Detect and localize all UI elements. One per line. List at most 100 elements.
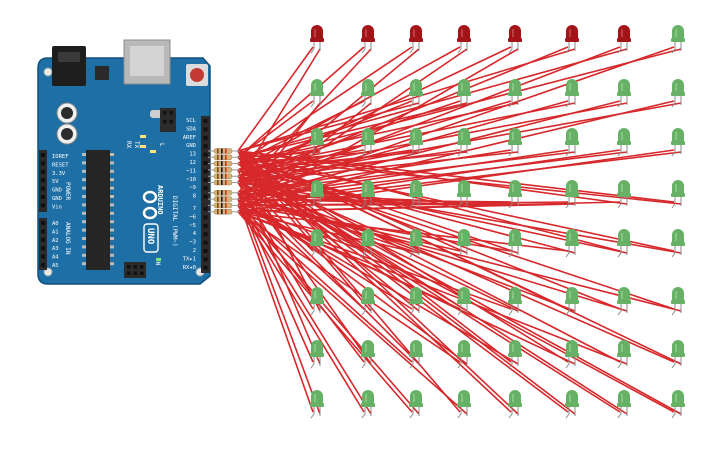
led-off[interactable] xyxy=(508,229,522,258)
header-pin[interactable] xyxy=(203,177,208,182)
header-pin[interactable] xyxy=(203,265,208,270)
header-pin[interactable] xyxy=(203,119,208,123)
header-pin[interactable] xyxy=(41,254,45,259)
led-off[interactable] xyxy=(310,390,324,419)
led-off[interactable] xyxy=(361,287,375,316)
led-off[interactable] xyxy=(457,390,471,419)
led-off[interactable] xyxy=(457,340,471,369)
led-off[interactable] xyxy=(671,180,685,209)
header-pin[interactable] xyxy=(203,223,208,228)
led-off[interactable] xyxy=(361,229,375,258)
led-off[interactable] xyxy=(409,229,423,258)
header-pin[interactable] xyxy=(203,215,208,220)
led-off[interactable] xyxy=(617,128,631,157)
led-off[interactable] xyxy=(617,287,631,316)
header-pin[interactable] xyxy=(41,221,45,225)
led-off[interactable] xyxy=(361,128,375,157)
led-on[interactable] xyxy=(409,25,423,54)
led-off[interactable] xyxy=(508,79,522,108)
led-on[interactable] xyxy=(310,25,324,54)
led-on[interactable] xyxy=(565,25,579,54)
led-off[interactable] xyxy=(671,79,685,108)
led-off[interactable] xyxy=(565,128,579,157)
led-off[interactable] xyxy=(457,229,471,258)
led-off[interactable] xyxy=(565,180,579,209)
led-off[interactable] xyxy=(508,128,522,157)
header-pin[interactable] xyxy=(41,246,45,251)
header-pin[interactable] xyxy=(203,207,208,211)
header-pin[interactable] xyxy=(41,153,45,157)
header-pin[interactable] xyxy=(203,144,208,149)
header-pin[interactable] xyxy=(41,229,45,234)
led-off[interactable] xyxy=(409,340,423,369)
header-pin[interactable] xyxy=(203,186,208,191)
led-off[interactable] xyxy=(671,128,685,157)
led-off[interactable] xyxy=(671,390,685,419)
led-off[interactable] xyxy=(457,128,471,157)
led-off[interactable] xyxy=(457,180,471,209)
header-pin[interactable] xyxy=(41,186,45,191)
led-off[interactable] xyxy=(508,390,522,419)
led-off[interactable] xyxy=(508,180,522,209)
led-off[interactable] xyxy=(565,340,579,369)
led-off[interactable] xyxy=(409,128,423,157)
led-leg xyxy=(508,303,513,316)
led-off[interactable] xyxy=(671,340,685,369)
resistor-band xyxy=(221,148,223,154)
led-off[interactable] xyxy=(409,180,423,209)
led-off[interactable] xyxy=(617,180,631,209)
header-pin[interactable] xyxy=(41,195,45,199)
led-off[interactable] xyxy=(310,180,324,209)
header-pin[interactable] xyxy=(203,161,208,165)
led-off[interactable] xyxy=(361,340,375,369)
header-pin[interactable] xyxy=(203,249,208,253)
led-off[interactable] xyxy=(565,229,579,258)
header-pin[interactable] xyxy=(203,240,208,245)
led-off[interactable] xyxy=(671,229,685,258)
led-off[interactable] xyxy=(310,287,324,316)
header-pin[interactable] xyxy=(41,169,45,174)
led-on[interactable] xyxy=(457,25,471,54)
led-leg xyxy=(508,245,513,258)
header-pin[interactable] xyxy=(203,152,208,157)
header-pin[interactable] xyxy=(203,127,208,132)
led-off[interactable] xyxy=(361,79,375,108)
header-pin[interactable] xyxy=(41,203,45,208)
led-on[interactable] xyxy=(361,25,375,54)
led-off[interactable] xyxy=(409,79,423,108)
led-on[interactable] xyxy=(617,25,631,54)
led-off[interactable] xyxy=(310,340,324,369)
header-pin[interactable] xyxy=(41,263,45,267)
led-off[interactable] xyxy=(409,390,423,419)
led-off[interactable] xyxy=(671,25,685,54)
led-off[interactable] xyxy=(361,180,375,209)
led-off[interactable] xyxy=(457,79,471,108)
header-pin[interactable] xyxy=(203,232,208,237)
led-on[interactable] xyxy=(508,25,522,54)
header-pin[interactable] xyxy=(203,135,208,140)
header-pin[interactable] xyxy=(41,237,45,242)
led-off[interactable] xyxy=(508,287,522,316)
led-off[interactable] xyxy=(409,287,423,316)
led-off[interactable] xyxy=(617,390,631,419)
led-off[interactable] xyxy=(617,79,631,108)
led-off[interactable] xyxy=(310,79,324,108)
header-pin[interactable] xyxy=(41,178,45,183)
led-off[interactable] xyxy=(310,128,324,157)
led-off[interactable] xyxy=(565,287,579,316)
reset-button[interactable] xyxy=(190,68,204,82)
led-off[interactable] xyxy=(457,287,471,316)
led-off[interactable] xyxy=(310,229,324,258)
header-pin[interactable] xyxy=(203,194,208,199)
header-pin[interactable] xyxy=(203,257,208,262)
led-off[interactable] xyxy=(617,229,631,258)
header-pin[interactable] xyxy=(41,161,45,166)
led-off[interactable] xyxy=(508,340,522,369)
header-pin[interactable] xyxy=(203,169,208,174)
led-off[interactable] xyxy=(617,340,631,369)
led-off[interactable] xyxy=(361,390,375,419)
led-off[interactable] xyxy=(671,287,685,316)
led-off[interactable] xyxy=(565,79,579,108)
led-off[interactable] xyxy=(565,390,579,419)
